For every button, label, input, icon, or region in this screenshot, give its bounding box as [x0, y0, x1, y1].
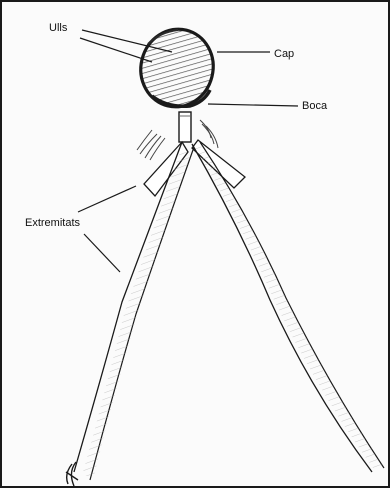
leader-ulls-lower — [80, 38, 152, 62]
right-leg — [192, 142, 384, 472]
leader-extremitats-leg — [84, 234, 120, 272]
leader-boca — [208, 104, 298, 106]
label-boca: Boca — [302, 101, 327, 112]
label-extremitats: Extremitats — [25, 218, 80, 229]
label-cap: Cap — [274, 49, 294, 60]
neck-shape — [179, 112, 191, 142]
left-leg — [66, 142, 194, 486]
label-ulls: Ulls — [49, 23, 67, 34]
leader-extremitats-arm — [78, 186, 136, 212]
head-shape — [133, 21, 222, 114]
